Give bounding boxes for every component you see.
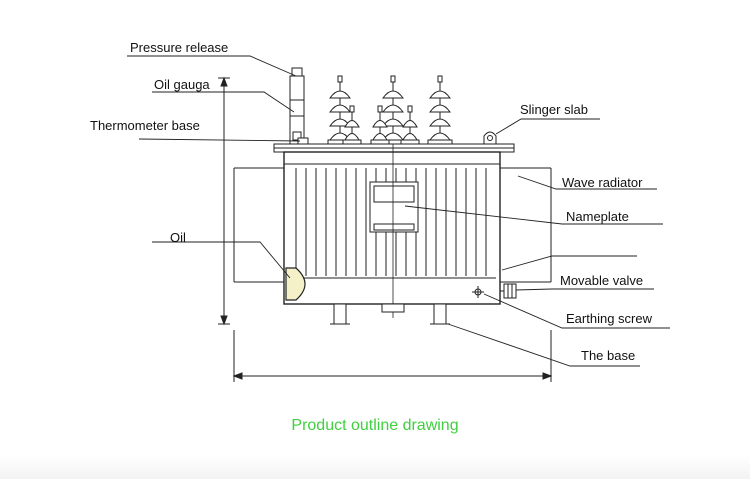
hv-bushings xyxy=(327,75,453,145)
label-oil: Oil xyxy=(170,230,186,245)
label-oil-gauga: Oil gauga xyxy=(154,77,210,92)
movable-valve xyxy=(500,283,517,299)
height-dimension-line xyxy=(218,76,230,326)
slinger-slab-lug xyxy=(483,131,497,145)
figure-caption: Product outline drawing xyxy=(291,417,459,434)
tank-base xyxy=(330,303,450,325)
bottom-fade xyxy=(0,455,750,479)
width-dimension-line xyxy=(232,330,553,382)
label-wave-radiator: Wave radiator xyxy=(562,175,643,190)
label-pressure-release: Pressure release xyxy=(130,40,229,55)
bushing xyxy=(327,75,353,145)
bushing xyxy=(380,75,406,145)
label-nameplate: Nameplate xyxy=(566,209,629,224)
label-movable-valve: Movable valve xyxy=(560,273,644,288)
label-thermometer-base: Thermometer base xyxy=(90,118,200,133)
bushing xyxy=(370,105,390,145)
bushing xyxy=(427,75,453,145)
label-the-base: The base xyxy=(581,348,636,363)
oil-level-window xyxy=(285,267,306,301)
label-earthing-screw: Earthing screw xyxy=(566,311,652,326)
bushing xyxy=(342,105,362,145)
bushing xyxy=(400,105,420,145)
earthing-screw xyxy=(472,286,484,298)
lv-bushings xyxy=(342,105,420,145)
label-slinger-slab: Slinger slab xyxy=(520,102,588,117)
leader-lines xyxy=(127,55,670,367)
oil-conservator xyxy=(289,67,305,145)
